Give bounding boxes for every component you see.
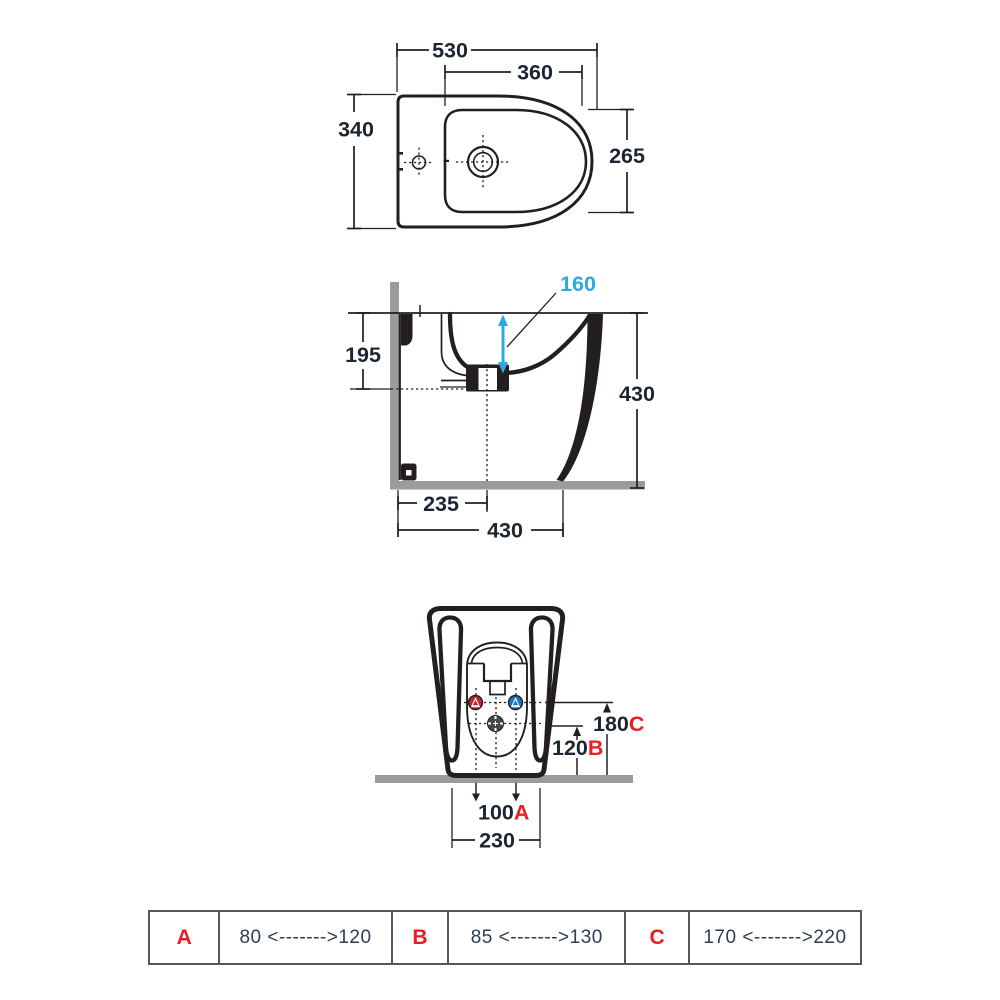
- dim-label-120B: 120B: [552, 736, 603, 760]
- right-wall: [556, 314, 603, 482]
- adjustment-range-table: A 80 <------->120 B 85 <------->130 C 17…: [148, 910, 862, 965]
- dim-overall-width: 530: [396, 39, 598, 109]
- dim-inlet-height: 180C: [545, 701, 644, 775]
- range-c: 170 <------->220: [703, 926, 847, 948]
- dim-label-100A: 100A: [478, 801, 529, 825]
- wall: [390, 282, 399, 489]
- table-label-c: C: [624, 912, 688, 963]
- table-range-b: 85 <------->130: [447, 912, 624, 963]
- bowl-back-outer: [440, 314, 470, 377]
- bowl-inner-arch: [470, 646, 524, 664]
- dim-drain-from-wall: 235: [397, 490, 488, 537]
- dim-label-340: 340: [338, 118, 374, 142]
- dim-depth: 340: [338, 93, 396, 230]
- label-b: B: [412, 925, 428, 949]
- dim-rim-height: 195: [345, 312, 381, 390]
- right-slot: [528, 615, 555, 763]
- range-b: 85 <------->130: [470, 926, 603, 948]
- dim-label-430-depth: 430: [487, 519, 523, 543]
- drain-square: [478, 368, 497, 390]
- mounting-block: [401, 314, 413, 346]
- dim-label-265: 265: [609, 144, 645, 168]
- left-edge-notch: [398, 152, 403, 155]
- dim-label-235: 235: [423, 492, 459, 516]
- waste-outlet: [487, 715, 504, 732]
- overflow-tab-inner: [489, 681, 506, 696]
- left-edge-notch: [398, 168, 403, 171]
- table-range-a: 80 <------->120: [218, 912, 390, 963]
- bowl-capsule: [466, 641, 528, 758]
- hot-water-inlet: [467, 694, 484, 711]
- dim-label-430-height: 430: [619, 382, 655, 406]
- floor-bracket-hole: [406, 470, 412, 476]
- table-range-c: 170 <------->220: [687, 912, 860, 963]
- range-a: 80 <------->120: [239, 926, 372, 948]
- table-label-b: B: [390, 912, 448, 963]
- floor: [390, 481, 645, 490]
- cold-water-inlet: [507, 694, 524, 711]
- floor: [375, 775, 633, 783]
- side-view: 160 195 430 235: [345, 272, 655, 543]
- dim-drain-height: 120B: [545, 725, 603, 775]
- left-slot: [437, 615, 464, 763]
- bidet-inner-rim: [443, 108, 588, 214]
- dim-bowl-depth: 160: [498, 272, 596, 374]
- table-label-a: A: [150, 912, 218, 963]
- top-view: 530 360 340: [338, 39, 645, 230]
- dim-base-width: 230: [451, 788, 541, 853]
- dim-inner-width: 360: [444, 61, 583, 106]
- label-c: C: [649, 925, 665, 949]
- dim-fixing-distance: 100A: [472, 783, 529, 825]
- drain-hole: [456, 135, 510, 189]
- dim-total-height: 430: [619, 312, 655, 489]
- bidet-outer-outline: [396, 94, 594, 229]
- front-view: 180C 120B 100A 230: [375, 606, 644, 853]
- dim-label-195: 195: [345, 343, 381, 367]
- overflow-tab-outer: [482, 663, 513, 683]
- dim-label-230: 230: [479, 829, 515, 853]
- label-a: A: [176, 925, 192, 949]
- dim-label-160: 160: [560, 272, 596, 296]
- dim-inner-depth: 265: [588, 108, 645, 214]
- dim-label-360: 360: [517, 61, 553, 85]
- dim-label-180C: 180C: [593, 712, 644, 736]
- bowl-curve: [502, 314, 592, 376]
- dim-total-depth: 430: [397, 490, 564, 543]
- body-outline: [426, 606, 566, 778]
- bowl-back-wall: [447, 311, 486, 376]
- dim-label-530: 530: [432, 39, 468, 63]
- rim-notch: [443, 159, 449, 162]
- tap-hole: [404, 147, 434, 178]
